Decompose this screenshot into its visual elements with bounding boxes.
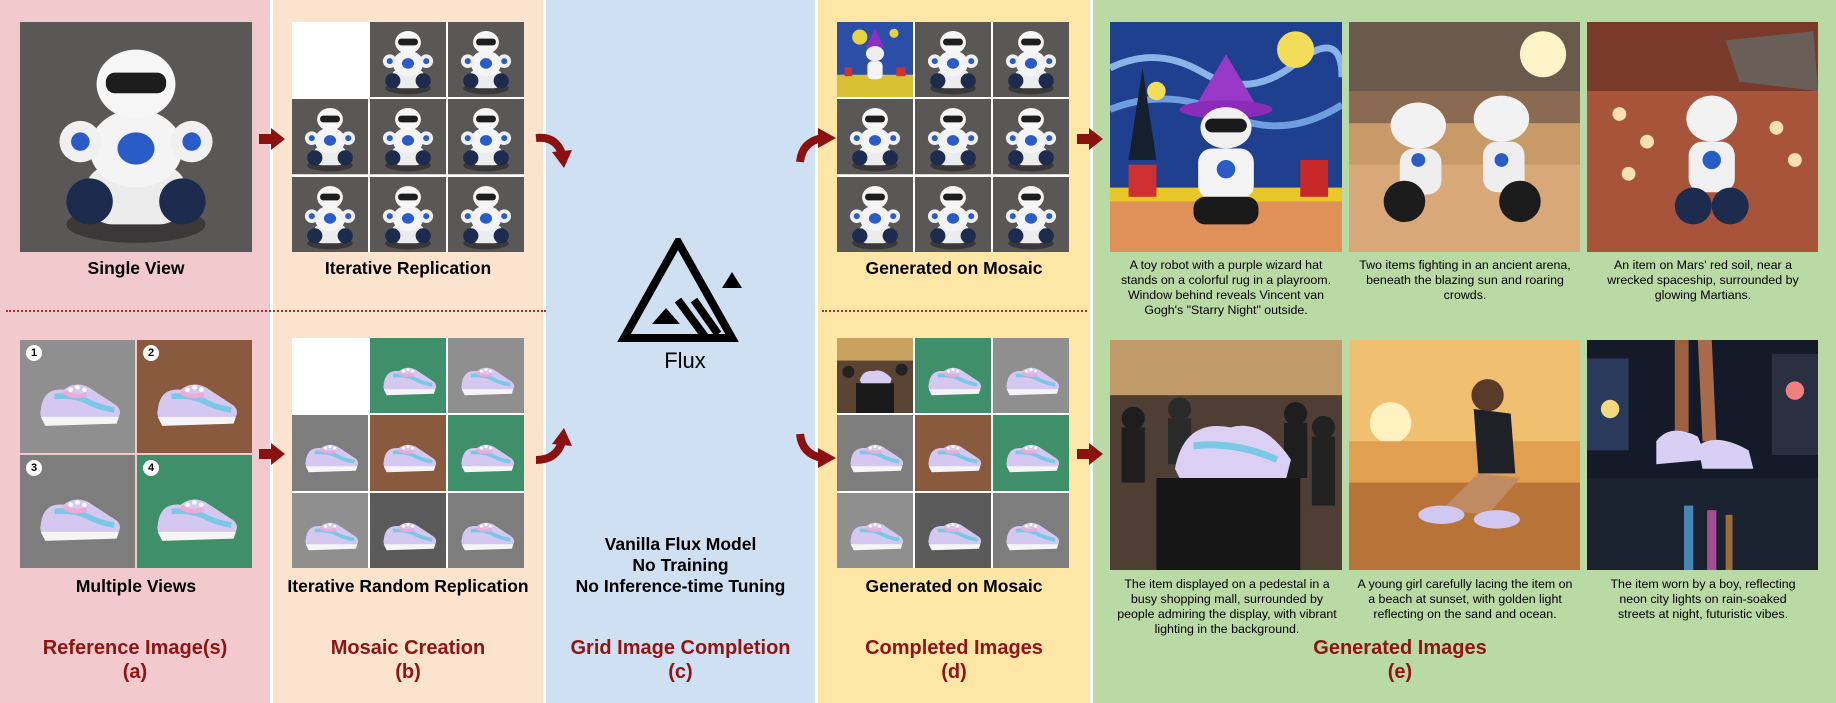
view-number: 2 [143,345,159,361]
completed-bottom-grid [837,338,1069,568]
panel-flux [546,0,815,703]
caption-mars: An item on Mars' red soil, near a wrecke… [1607,258,1799,302]
arrow-right-icon [1077,443,1103,465]
mosaic-cell [448,492,524,568]
mosaic-cell [370,338,446,414]
curved-arrow-down-icon [535,133,572,168]
flux-logo-text: Flux [664,348,706,373]
caption-starry-night: A toy robot with a purple wizard hat sta… [1120,258,1332,317]
flux-note-3: No Inference-time Tuning [575,576,786,596]
mosaic-cell [448,177,524,252]
mosaic-cell [370,177,446,252]
empty-cell [292,338,368,414]
mosaic-bottom-grid [292,338,524,568]
view-number: 3 [26,460,42,476]
mosaic-cell [993,415,1069,491]
generated-image-arena [1349,22,1580,252]
mosaic-cell [370,99,446,174]
letter-e: (e) [1387,661,1413,683]
mosaic-cell [837,177,913,252]
mosaic-cell [837,99,913,174]
single-view-label: Single View [87,258,185,278]
generated-image-mars [1587,22,1818,252]
mosaic-cell [915,492,991,568]
letter-d: (d) [941,661,967,683]
generated-image-neon-street [1587,340,1818,570]
single-view-robot-image [20,22,252,252]
arrow-right-icon [259,443,285,465]
flux-note-2: No Training [632,555,729,575]
generated-image-starry-night [1110,22,1342,252]
multi-view-shoe-1: 1 [20,340,135,453]
title-completed: Completed Images [865,637,1043,659]
curved-arrow-up-icon [535,428,572,464]
flux-note-1: Vanilla Flux Model [604,534,757,554]
mosaic-cell [292,99,368,174]
divider-d [822,310,1087,312]
arrow-right-icon [1077,128,1103,150]
generated-cell [837,338,913,414]
curved-arrow-down-icon [796,433,836,468]
divider-ab [6,310,546,312]
generated-image-beach [1349,340,1580,570]
caption-beach: A young girl carefully lacing the item o… [1357,577,1573,621]
empty-cell [292,22,368,98]
mosaic-cell [915,177,991,252]
mosaic-cell [448,415,524,491]
mosaic-cell [837,415,913,491]
mosaic-cell [915,22,991,97]
letter-b: (b) [395,661,421,683]
mosaic-cell [915,338,991,414]
generated-image-mall [1110,340,1342,570]
mosaic-cell [993,99,1069,174]
mosaic-cell [370,415,446,491]
flux-logo-icon [617,238,742,342]
generated-on-mosaic-top-label: Generated on Mosaic [865,258,1043,278]
curved-arrow-up-icon [796,128,836,163]
multiple-views-label: Multiple Views [75,576,197,596]
mosaic-cell [292,177,368,252]
title-generated: Generated Images [1313,637,1487,659]
mosaic-cell [837,492,913,568]
arrow-right-icon [259,128,285,150]
mosaic-cell [448,22,524,97]
multi-view-shoe-3: 3 [20,455,135,568]
mosaic-cell [448,99,524,174]
letter-a: (a) [122,661,148,683]
completed-top-grid [837,22,1069,252]
iterative-random-replication-label: Iterative Random Replication [287,576,529,596]
caption-arena: Two items fighting in an ancient arena, … [1359,258,1571,302]
title-mosaic: Mosaic Creation [330,637,486,659]
generated-cell [837,22,913,98]
caption-mall: The item displayed on a pedestal in a bu… [1117,577,1337,636]
iterative-replication-label: Iterative Replication [324,258,492,278]
letter-c: (c) [668,661,693,683]
mosaic-cell [993,22,1069,97]
view-number: 1 [26,345,42,361]
mosaic-cell [993,177,1069,252]
multi-view-shoe-2: 2 [137,340,252,453]
mosaic-cell [915,415,991,491]
generated-on-mosaic-bottom-label: Generated on Mosaic [865,576,1043,596]
mosaic-top-grid [292,22,524,252]
mosaic-cell [993,338,1069,414]
mosaic-cell [292,492,368,568]
mosaic-cell [370,22,446,97]
view-number: 4 [143,460,159,476]
caption-neon-street: The item worn by a boy, reflecting neon … [1610,577,1796,621]
mosaic-cell [292,415,368,491]
title-reference: Reference Image(s) [42,637,228,659]
mosaic-cell [915,99,991,174]
mosaic-cell [370,492,446,568]
title-flux: Grid Image Completion [570,637,791,659]
mosaic-cell [993,492,1069,568]
mosaic-cell [448,338,524,414]
multi-view-shoe-4: 4 [137,455,252,568]
